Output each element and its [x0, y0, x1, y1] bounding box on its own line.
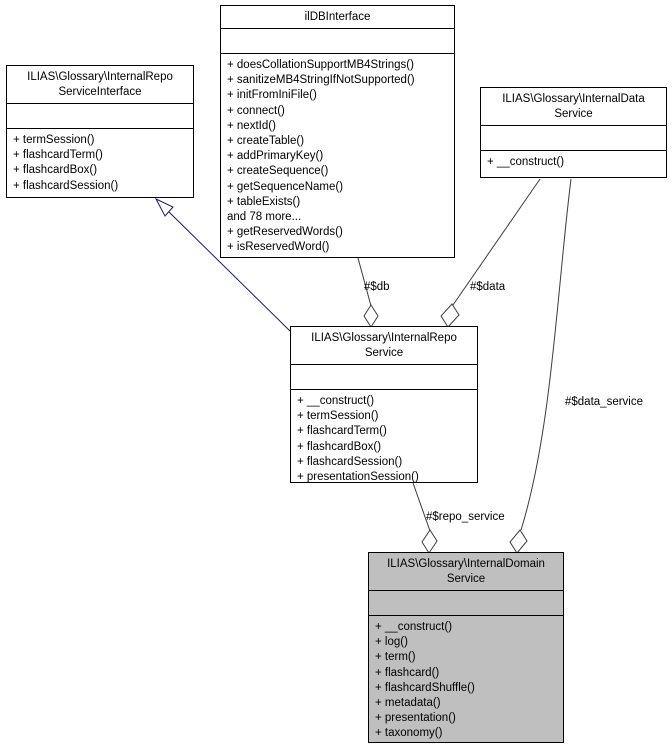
class-internalreposerviceinterface[interactable]: ILIAS\Glossary\InternalRepo ServiceInter…	[6, 65, 194, 198]
method-label: + __construct()	[375, 621, 453, 633]
class-title: ilDBInterface	[221, 6, 454, 29]
method-label: + presentation()	[375, 712, 456, 725]
aggregation-diamond-icon	[440, 303, 460, 328]
edge-label-db: #$db	[364, 281, 390, 293]
inheritance-arrow-icon	[154, 197, 174, 217]
class-title: ILIAS\Glossary\InternalRepo ServiceInter…	[7, 66, 193, 104]
class-methods-section: + termSession() + flashcardTerm() + flashc…	[7, 129, 193, 197]
aggregation-diamond-icon	[363, 304, 379, 328]
method-label: + getSequenceName()	[227, 180, 344, 193]
method-label: + metadata()	[375, 697, 441, 710]
method-label: + createSequence()	[227, 165, 329, 178]
method-label: + connect()	[227, 104, 285, 117]
method-label: and 78 more...	[227, 211, 302, 224]
method-label: + __construct()	[297, 395, 375, 407]
class-methods-section: + __construct()	[481, 151, 666, 177]
class-attributes-section	[7, 104, 193, 129]
method-label: + termSession()	[297, 410, 379, 423]
class-internaldataservice[interactable]: ILIAS\Glossary\InternalData Service + __…	[480, 87, 667, 178]
class-title: ILIAS\Glossary\InternalDomain Service	[369, 553, 563, 591]
method-label: + sanitizeMB4StringIfNotSupported()	[227, 74, 415, 87]
method-label: + flashcardTerm()	[297, 425, 387, 438]
method-label: + termSession()	[13, 134, 95, 146]
method-label: + flashcardTerm()	[13, 149, 103, 162]
class-methods-section: + __construct() + termSession() + flashcar…	[291, 390, 477, 482]
method-label: + taxonomy()	[375, 727, 443, 740]
method-label: + presentationSession()	[297, 471, 419, 482]
method-label: + addPrimaryKey()	[227, 150, 324, 163]
method-label: + nextId()	[227, 119, 276, 132]
method-label: + createTable()	[227, 135, 305, 148]
edge-inheritance	[154, 197, 291, 332]
class-internalreposervice[interactable]: ILIAS\Glossary\InternalRepo Service + __…	[290, 326, 478, 483]
edge-label-data-service: #$data_service	[565, 396, 643, 408]
class-attributes-section	[291, 365, 477, 390]
method-label: + flashcardBox()	[297, 440, 382, 453]
method-label: + flashcardSession()	[297, 455, 403, 468]
class-title: ILIAS\Glossary\InternalData Service	[481, 88, 666, 126]
method-label: + isReservedWord()	[227, 241, 330, 254]
class-attributes-section	[481, 126, 666, 151]
class-title: ILIAS\Glossary\InternalRepo Service	[291, 327, 477, 365]
class-attributes-section	[369, 591, 563, 616]
edge-data-service	[509, 178, 572, 554]
class-methods-section: + doesCollationSupportMB4Strings() + sani…	[221, 54, 454, 257]
method-label: + getReservedWords()	[227, 226, 343, 239]
edge-label-data: #$data	[470, 281, 506, 293]
method-label: + __construct()	[487, 156, 565, 168]
edge-data	[440, 178, 541, 328]
class-attributes-section	[221, 29, 454, 54]
aggregation-diamond-icon	[509, 529, 528, 554]
method-label: + initFromIniFile()	[227, 89, 317, 102]
method-label: + flashcardShuffle()	[375, 681, 475, 694]
edge-label-repo-service: #$repo_service	[426, 511, 505, 523]
class-internaldomainservice[interactable]: ILIAS\Glossary\InternalDomain Service + …	[368, 552, 564, 743]
method-label: + doesCollationSupportMB4Strings()	[227, 59, 414, 71]
method-label: + flashcard()	[375, 666, 440, 679]
class-methods-section: + __construct() + log() + term() + flashcar…	[369, 616, 563, 742]
method-label: + term()	[375, 651, 416, 664]
method-label: + flashcardBox()	[13, 164, 98, 177]
method-label: + tableExists()	[227, 195, 301, 208]
method-label: + flashcardSession()	[13, 179, 119, 192]
class-ildbinterface[interactable]: ilDBInterface + doesCollationSupportMB4S…	[220, 5, 455, 258]
aggregation-diamond-icon	[421, 529, 438, 554]
method-label: + log()	[375, 636, 408, 649]
